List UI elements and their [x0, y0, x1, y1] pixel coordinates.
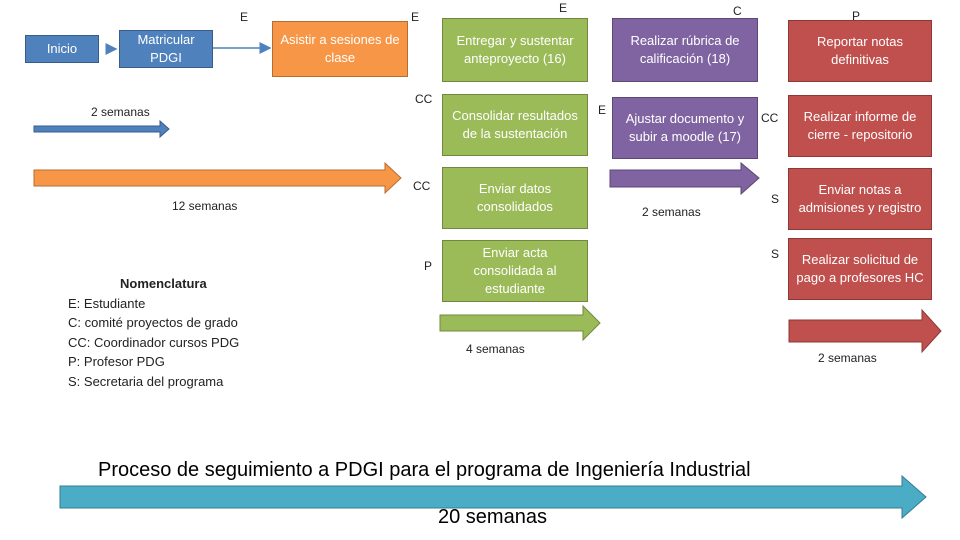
role-label-enviar-acta: P — [424, 259, 433, 273]
role-label-rubrica: C — [733, 4, 742, 18]
duration-arrow-blue — [33, 119, 170, 139]
process-box-ajustar: Ajustar documento y subir a moodle (17) — [612, 97, 758, 159]
process-box-label: Realizar informe de cierre - repositorio — [803, 108, 917, 142]
process-box-rubrica: Realizar rúbrica de calificación (18) — [612, 18, 758, 82]
process-box-solicitud: Realizar solicitud de pago a profesores … — [788, 238, 932, 300]
legend: Nomenclatura E: Estudiante C: comité pro… — [68, 274, 239, 391]
role-label-enviar-datos: CC — [413, 179, 431, 193]
legend-title: Nomenclatura — [120, 276, 207, 291]
process-box-asistir: Asistir a sesiones de clase — [272, 21, 408, 77]
role-label-reportar: P — [852, 9, 861, 23]
process-box-label: Enviar datos consolidados — [477, 180, 553, 214]
role-label-solicitud: S — [771, 247, 780, 261]
duration-label-red: 2 semanas — [818, 351, 877, 365]
duration-arrow-orange — [33, 161, 402, 195]
process-box-enviar-datos: Enviar datos consolidados — [442, 167, 588, 229]
process-box-enviar-acta: Enviar acta consolidada al estudiante — [442, 240, 588, 302]
duration-label-green: 4 semanas — [466, 342, 525, 356]
legend-item: P: Profesor PDG — [68, 354, 165, 369]
process-box-inicio: Inicio — [25, 35, 99, 63]
process-box-label: Enviar acta consolidada al estudiante — [473, 244, 557, 297]
process-box-label: Asistir a sesiones de clase — [280, 31, 400, 65]
diagram-title: Proceso de seguimiento a PDGI para el pr… — [98, 459, 751, 481]
process-box-entregar: Entregar y sustentar anteproyecto (16) — [442, 18, 588, 82]
total-duration-arrow — [59, 474, 927, 520]
duration-arrow-red — [788, 308, 942, 354]
role-label-informe: CC — [761, 111, 779, 125]
process-box-label: Enviar notas a admisiones y registro — [798, 181, 922, 215]
process-box-matricular: Matricular PDGI — [119, 30, 213, 68]
legend-item: CC: Coordinador cursos PDG — [68, 334, 240, 350]
duration-label-purple: 2 semanas — [642, 205, 701, 219]
process-box-reportar: Reportar notas definitivas — [788, 20, 932, 82]
process-box-enviar-notas: Enviar notas a admisiones y registro — [788, 168, 932, 230]
process-box-label: Realizar rúbrica de calificación (18) — [630, 32, 740, 66]
role-label-matricular: E — [240, 10, 249, 24]
process-box-label: Inicio — [46, 40, 78, 56]
duration-arrow-green — [439, 304, 601, 342]
process-box-label: Reportar notas definitivas — [817, 33, 903, 67]
process-box-label: Realizar solicitud de pago a profesores … — [796, 251, 924, 285]
legend-item: E: Estudiante — [68, 295, 146, 311]
role-label-entregar: E — [559, 1, 568, 15]
duration-label-blue: 2 semanas — [91, 105, 150, 119]
process-box-label: Entregar y sustentar anteproyecto (16) — [456, 32, 574, 66]
process-box-label: Matricular PDGI — [137, 31, 195, 65]
duration-label-orange: 12 semanas — [172, 199, 238, 213]
process-box-label: Consolidar resultados de la sustentación — [452, 107, 578, 141]
role-label-asistir: E — [411, 10, 420, 24]
process-box-label: Ajustar documento y subir a moodle (17) — [625, 110, 745, 144]
role-label-consolidar: CC — [415, 92, 433, 106]
duration-arrow-purple — [609, 161, 760, 196]
legend-item: C: comité proyectos de grado — [68, 315, 238, 330]
process-box-consolidar: Consolidar resultados de la sustentación — [442, 94, 588, 156]
role-label-ajustar: E — [598, 103, 607, 117]
total-duration-label: 20 semanas — [438, 506, 547, 528]
process-box-informe: Realizar informe de cierre - repositorio — [788, 95, 932, 157]
role-label-enviar-notas: S — [771, 192, 780, 206]
legend-item: S: Secretaria del programa — [68, 373, 224, 389]
